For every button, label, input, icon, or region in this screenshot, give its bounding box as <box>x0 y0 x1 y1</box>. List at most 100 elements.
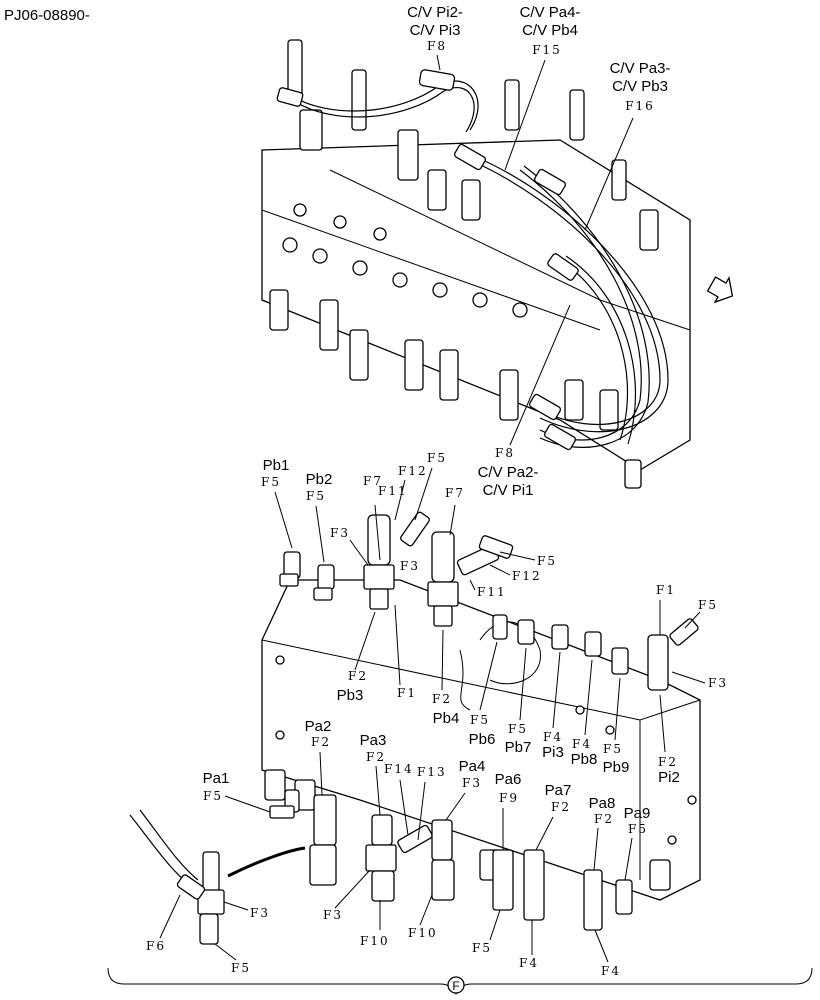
label-pi2-pi3: C/V Pi2- C/V Pi3 F8 <box>407 4 463 71</box>
fit-f3-e: F3 <box>250 906 270 920</box>
svg-text:F2: F2 <box>551 800 571 814</box>
port-pb4: F2 Pb4 <box>432 629 460 727</box>
svg-text:Pb3: Pb3 <box>337 687 364 704</box>
port-pa4: Pa4 F3 <box>445 758 486 821</box>
svg-text:Pa4: Pa4 <box>459 758 486 775</box>
upper-hoses <box>276 69 734 451</box>
fit-f3-b: F3 <box>400 559 420 573</box>
port-pa8: Pa8 F2 <box>589 795 616 871</box>
svg-text:Pb6: Pb6 <box>469 731 496 748</box>
svg-text:Pa6: Pa6 <box>495 771 522 788</box>
svg-text:F16: F16 <box>625 99 655 113</box>
svg-text:F8: F8 <box>427 39 447 53</box>
svg-text:F2: F2 <box>658 755 678 769</box>
svg-text:F2: F2 <box>366 750 386 764</box>
port-pa9: Pa9 F5 <box>624 805 651 881</box>
svg-text:F2: F2 <box>311 735 331 749</box>
svg-text:C/V Pi3: C/V Pi3 <box>410 22 461 39</box>
port-pb7: F5 Pb7 <box>505 647 532 756</box>
upper-control-valve <box>261 39 691 489</box>
svg-text:F3: F3 <box>462 776 482 790</box>
svg-text:Pi3: Pi3 <box>542 744 564 761</box>
port-pb6: F5 Pb6 <box>469 641 498 748</box>
fit-f6: F6 <box>146 939 166 953</box>
fit-f7-a: F7 <box>363 474 383 488</box>
svg-text:Pa7: Pa7 <box>545 782 572 799</box>
fit-f13: F13 <box>417 765 447 779</box>
svg-text:C/V Pi2-: C/V Pi2- <box>407 4 463 21</box>
svg-text:F5: F5 <box>261 475 281 489</box>
label-pa2-pi1: F8 C/V Pa2- C/V Pi1 <box>478 304 571 499</box>
fit-f5-b: F5 <box>537 554 557 568</box>
fit-f12-a: F12 <box>398 464 428 478</box>
svg-text:Pa8: Pa8 <box>589 795 616 812</box>
svg-text:F4: F4 <box>543 730 563 744</box>
group-brace: F <box>107 967 813 996</box>
svg-text:C/V Pb4: C/V Pb4 <box>522 22 578 39</box>
port-pa2: Pa2 F2 <box>305 718 332 796</box>
port-pa7: Pa7 F2 <box>535 782 572 851</box>
ref-id: PJ06-08890- <box>4 7 90 24</box>
port-pi3: F4 Pi3 <box>542 651 564 761</box>
svg-text:F2: F2 <box>348 669 368 683</box>
lower-valve-block <box>261 579 701 901</box>
fit-f10-b: F10 <box>408 926 438 940</box>
port-pb9: F5 Pb9 <box>603 677 630 776</box>
svg-text:F5: F5 <box>306 489 326 503</box>
svg-text:F8: F8 <box>495 446 515 460</box>
svg-text:F5: F5 <box>628 822 648 836</box>
port-pa6: Pa6 F9 <box>495 771 522 850</box>
label-pa4-pb4: C/V Pa4- C/V Pb4 F15 <box>504 4 581 171</box>
fit-f12-b: F12 <box>512 569 542 583</box>
port-pi2: F2 Pi2 <box>658 694 680 786</box>
fit-f10-a: F10 <box>360 934 390 948</box>
fit-f5-d: F5 <box>472 941 492 955</box>
port-pb2: Pb2 F5 <box>306 471 333 563</box>
fit-f1-a: F1 <box>397 686 417 700</box>
fit-f5-e: F5 <box>231 961 251 975</box>
svg-text:Pb9: Pb9 <box>603 759 630 776</box>
fit-f14: F14 <box>384 762 414 776</box>
svg-text:C/V Pa2-: C/V Pa2- <box>478 464 539 481</box>
fit-f4-a: F4 <box>519 956 539 970</box>
port-pb1: Pb1 F5 <box>261 457 293 549</box>
svg-text:F5: F5 <box>470 713 490 727</box>
svg-text:Pb8: Pb8 <box>571 751 598 768</box>
svg-text:Pb1: Pb1 <box>263 457 290 474</box>
port-pa1: Pa1 F5 <box>203 770 271 813</box>
svg-text:F9: F9 <box>499 791 519 805</box>
svg-text:F15: F15 <box>532 43 562 57</box>
svg-text:Pa1: Pa1 <box>203 770 230 787</box>
svg-text:C/V Pa4-: C/V Pa4- <box>520 4 581 21</box>
svg-text:Pa2: Pa2 <box>305 718 332 735</box>
svg-text:F4: F4 <box>572 737 592 751</box>
svg-text:Pb4: Pb4 <box>433 710 460 727</box>
svg-text:F5: F5 <box>203 789 223 803</box>
fit-f3-c: F3 <box>708 676 728 690</box>
svg-text:F2: F2 <box>594 812 614 826</box>
fit-f4-b: F4 <box>601 964 621 978</box>
fit-f11-a: F11 <box>378 484 408 498</box>
svg-text:Pa9: Pa9 <box>624 805 651 822</box>
svg-text:F5: F5 <box>508 722 528 736</box>
port-pa3: Pa3 F2 <box>360 732 387 816</box>
port-pb3: F2 Pb3 <box>337 611 376 704</box>
fit-f3-d: F3 <box>323 908 343 922</box>
svg-text:F5: F5 <box>603 742 623 756</box>
svg-text:C/V Pa3-: C/V Pa3- <box>610 60 671 77</box>
callout-f: F <box>452 979 459 993</box>
label-pa3-pb3: C/V Pa3- C/V Pb3 F16 <box>584 60 671 231</box>
fit-f1-b: F1 <box>656 583 676 597</box>
svg-text:Pb2: Pb2 <box>306 471 333 488</box>
fit-f3-a: F3 <box>330 526 350 540</box>
fit-f5-a: F5 <box>427 451 447 465</box>
lower-fittings <box>129 511 699 945</box>
svg-text:Pi2: Pi2 <box>658 769 680 786</box>
port-pb8: F4 Pb8 <box>571 659 598 768</box>
fit-f5-c: F5 <box>698 598 718 612</box>
svg-text:Pa3: Pa3 <box>360 732 387 749</box>
svg-text:F2: F2 <box>432 692 452 706</box>
svg-text:Pb7: Pb7 <box>505 739 532 756</box>
fit-f11-b: F11 <box>477 585 507 599</box>
